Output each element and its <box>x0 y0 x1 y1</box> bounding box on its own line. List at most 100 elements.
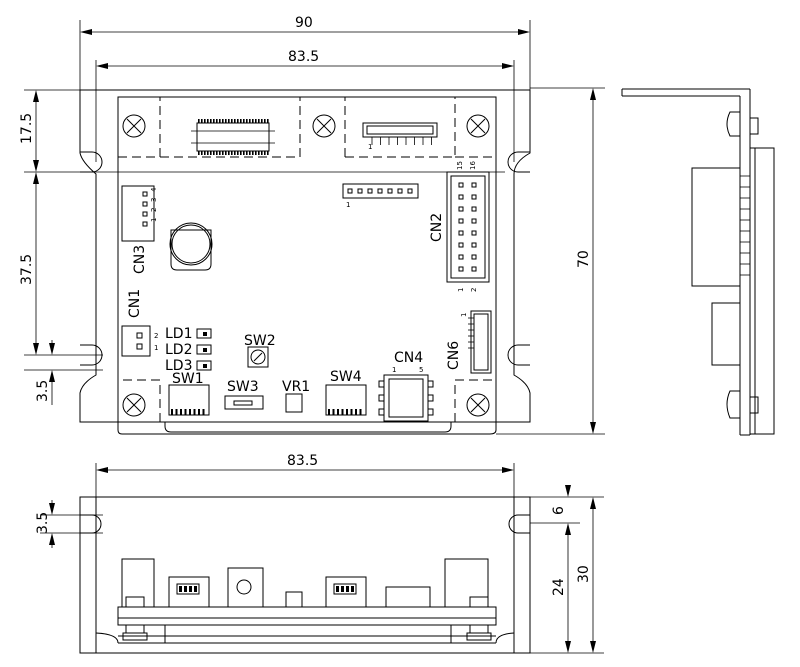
switch-tooth <box>189 409 191 415</box>
ic-pin <box>243 119 245 123</box>
switch-tooth <box>346 586 349 592</box>
ic-pin <box>201 119 203 123</box>
ic-pin <box>240 119 242 123</box>
ic-pin <box>249 119 251 123</box>
connector-pin <box>471 230 477 236</box>
sw3-slide-switch: SW3 <box>224 379 264 410</box>
switch-tooth <box>198 409 200 415</box>
switch-tooth <box>189 586 192 592</box>
vr1-potentiometer: VR1 <box>282 379 310 413</box>
ic-pin <box>231 119 233 123</box>
switch-tooth <box>337 409 339 415</box>
switch-tooth <box>184 409 187 415</box>
ic-pin <box>228 119 230 123</box>
ic-pin <box>264 119 266 123</box>
connector-pin <box>458 218 464 224</box>
connector-pin <box>458 194 464 200</box>
dimension-83-5-top: 83.5 <box>95 49 515 162</box>
cn3-label: CN3 <box>132 245 148 274</box>
dimension-left-vertical: 17.5 37.5 3.5 <box>19 89 505 405</box>
switch-tooth <box>341 586 344 592</box>
ic-pin <box>243 151 245 155</box>
ic-pin <box>222 119 224 123</box>
top-view-plate-outline <box>79 89 531 423</box>
led-indicators: LD1 LD2 LD3 <box>165 326 212 374</box>
switch-tooth <box>180 409 182 415</box>
ic-pin <box>246 119 248 123</box>
sw4-label: SW4 <box>330 369 362 385</box>
dim-3-5-top-label: 3.5 <box>35 380 51 402</box>
cn1-label: CN1 <box>127 289 143 318</box>
switch-tooth <box>202 409 205 415</box>
cn6-pin1-label: 1 <box>460 313 468 317</box>
connector-pin <box>458 254 464 260</box>
switch-tooth <box>346 409 348 415</box>
ic-pin <box>198 151 200 155</box>
connector-pin <box>142 191 148 197</box>
connector-pin <box>471 206 477 212</box>
connector-pin <box>458 230 464 236</box>
dim-83-5-top-label: 83.5 <box>288 49 319 65</box>
connector-pin <box>377 188 383 194</box>
dimension-bottom-right: 6 24 30 <box>530 485 604 654</box>
screw-icon <box>466 114 490 138</box>
ic-pin <box>216 119 218 123</box>
ic-pin <box>213 151 215 155</box>
dim-6-label: 6 <box>551 506 567 515</box>
connector-pin <box>458 206 464 212</box>
dimension-70: 70 <box>496 87 605 435</box>
ic-pin <box>255 119 257 123</box>
ic-pin <box>219 151 221 155</box>
dim-90-label: 90 <box>295 15 313 31</box>
cn4-label: CN4 <box>394 350 423 366</box>
ic-pin <box>213 119 215 123</box>
ic-pin <box>219 119 221 123</box>
ic-pin <box>261 119 263 123</box>
cn3-connector: 1 2 3 4 CN3 <box>121 185 158 274</box>
ic-pin <box>222 151 224 155</box>
switch-tooth <box>332 409 335 415</box>
cn1-connector: CN1 2 1 <box>121 289 158 357</box>
connector-pin <box>458 242 464 248</box>
switch-tooth <box>175 409 178 415</box>
ic-pin <box>252 151 254 155</box>
top-conn-pin1-label: 1 <box>368 143 372 151</box>
ic-pin <box>204 151 206 155</box>
ld2-label: LD2 <box>165 342 193 358</box>
side-view <box>621 88 775 436</box>
cn4-pin5-label: 5 <box>419 366 423 374</box>
dim-3-5-bottom-label: 3.5 <box>35 512 51 534</box>
ld1-label: LD1 <box>165 326 193 342</box>
ic-pin <box>198 119 200 123</box>
top-view-dashed-regions <box>118 97 496 422</box>
ic-pin <box>258 151 260 155</box>
ic-pin <box>264 151 266 155</box>
cn3-pin3-label: 3 <box>150 198 158 202</box>
ic-pin <box>246 151 248 155</box>
connector-pin <box>387 188 393 194</box>
cn6-label: CN6 <box>446 341 462 370</box>
sw1-dip-switch: SW1 <box>168 371 210 416</box>
cn3-pin2-label: 2 <box>150 208 158 212</box>
connector-pin <box>458 182 464 188</box>
switch-tooth <box>184 586 187 592</box>
cn2-connector: 15 16 1 2 CN2 <box>429 161 490 292</box>
switch-tooth <box>194 586 197 592</box>
connector-pin <box>347 188 353 194</box>
front-view-standoffs <box>122 596 492 641</box>
top-view-header-connector: 1 <box>362 122 438 151</box>
connector-pin <box>367 188 373 194</box>
dim-24-label: 24 <box>551 578 567 596</box>
cn1-pin2-label: 2 <box>154 332 158 340</box>
connector-pin <box>471 242 477 248</box>
vr1-label: VR1 <box>282 379 310 395</box>
buzzer-component <box>169 222 213 271</box>
connector-pin <box>142 221 148 227</box>
cn2-pin15-label: 15 <box>456 161 464 170</box>
ic-pin <box>261 151 263 155</box>
screw-icon <box>312 114 336 138</box>
cn6-connector: 1 CN6 <box>446 310 492 374</box>
front-view-sw4 <box>325 576 367 608</box>
ic-pin <box>207 119 209 123</box>
